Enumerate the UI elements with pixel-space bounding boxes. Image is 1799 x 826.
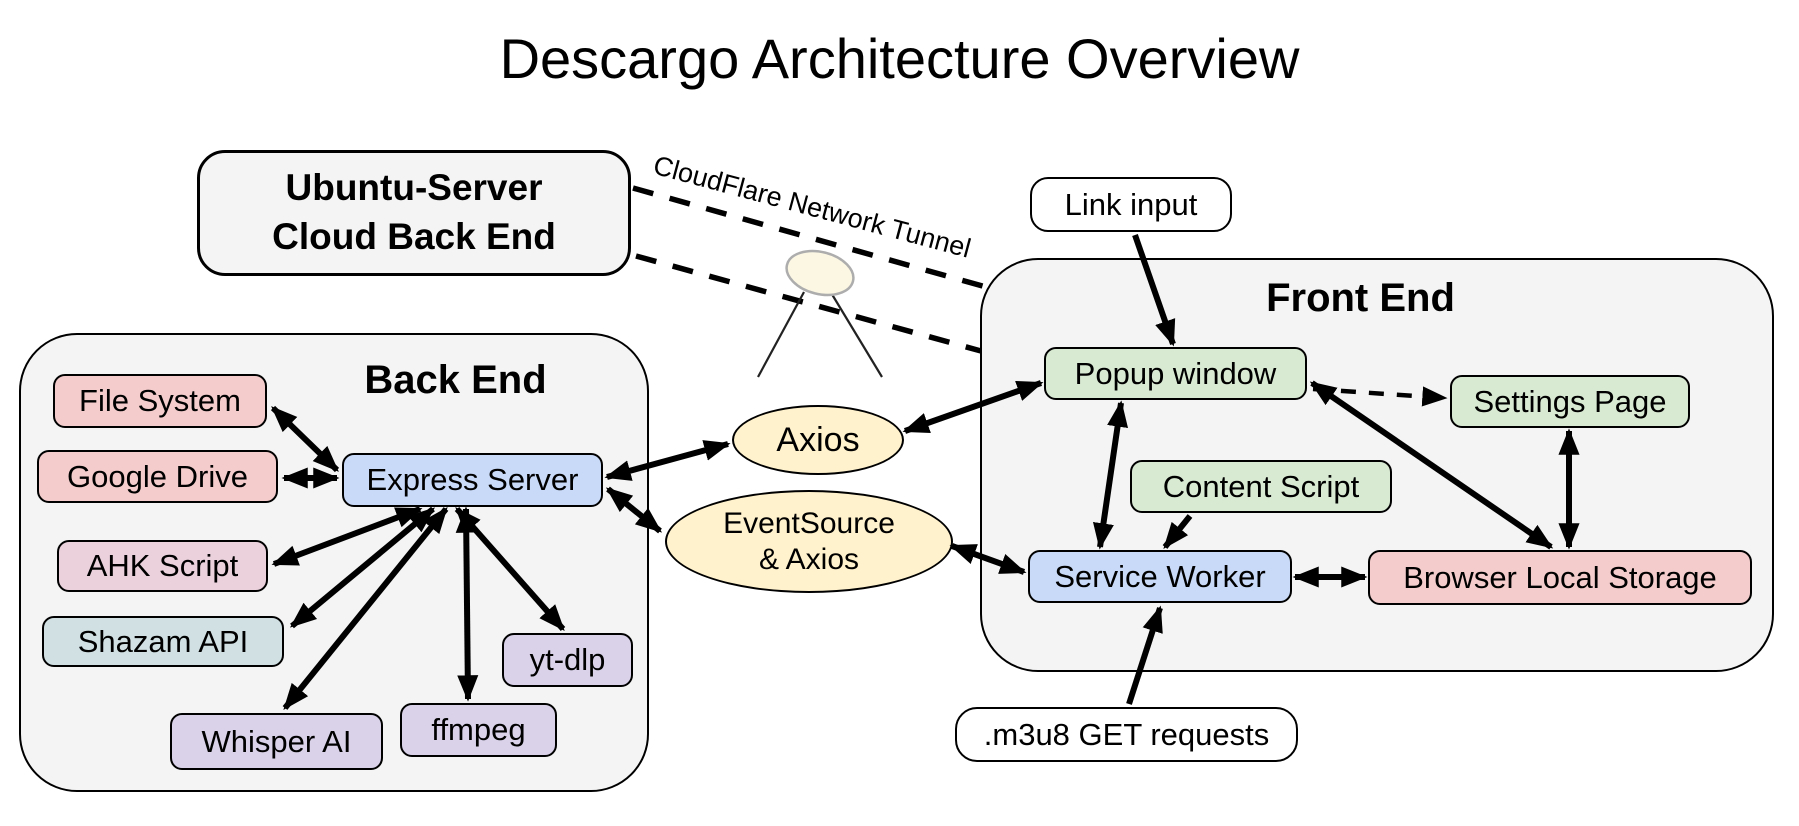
node-express-server: Express Server [342,453,603,507]
node-browser-local-storage: Browser Local Storage [1368,550,1752,605]
node-shazam-api: Shazam API [42,616,284,667]
connector-eventsource-axios: EventSource & Axios [665,490,953,593]
node-popup-window: Popup window [1044,347,1307,400]
node-ffmpeg: ffmpeg [400,703,557,757]
node-ubuntu-server: Ubuntu-Server Cloud Back End [197,150,631,276]
node-settings-page: Settings Page [1450,375,1690,428]
node-service-worker: Service Worker [1028,550,1292,603]
front-end-label: Front End [1266,276,1455,320]
node-m3u8-get-requests: .m3u8 GET requests [955,707,1298,762]
node-ahk-script: AHK Script [57,540,268,592]
node-yt-dlp: yt-dlp [502,633,633,687]
tunnel-line-bottom [635,253,982,354]
ubuntu-server-label: Ubuntu-Server Cloud Back End [272,167,556,257]
back-end-label: Back End [364,358,547,402]
node-google-drive: Google Drive [37,450,278,503]
cloudflare-tunnel-label: CloudFlare Network Tunnel [650,150,975,264]
tunnel-tower-icon [757,249,883,378]
node-content-script: Content Script [1130,460,1392,513]
connector-axios: Axios [732,405,904,475]
node-whisper-ai: Whisper AI [170,713,383,770]
node-link-input: Link input [1030,177,1232,232]
diagram-title: Descargo Architecture Overview [499,27,1300,90]
node-file-system: File System [53,374,267,428]
